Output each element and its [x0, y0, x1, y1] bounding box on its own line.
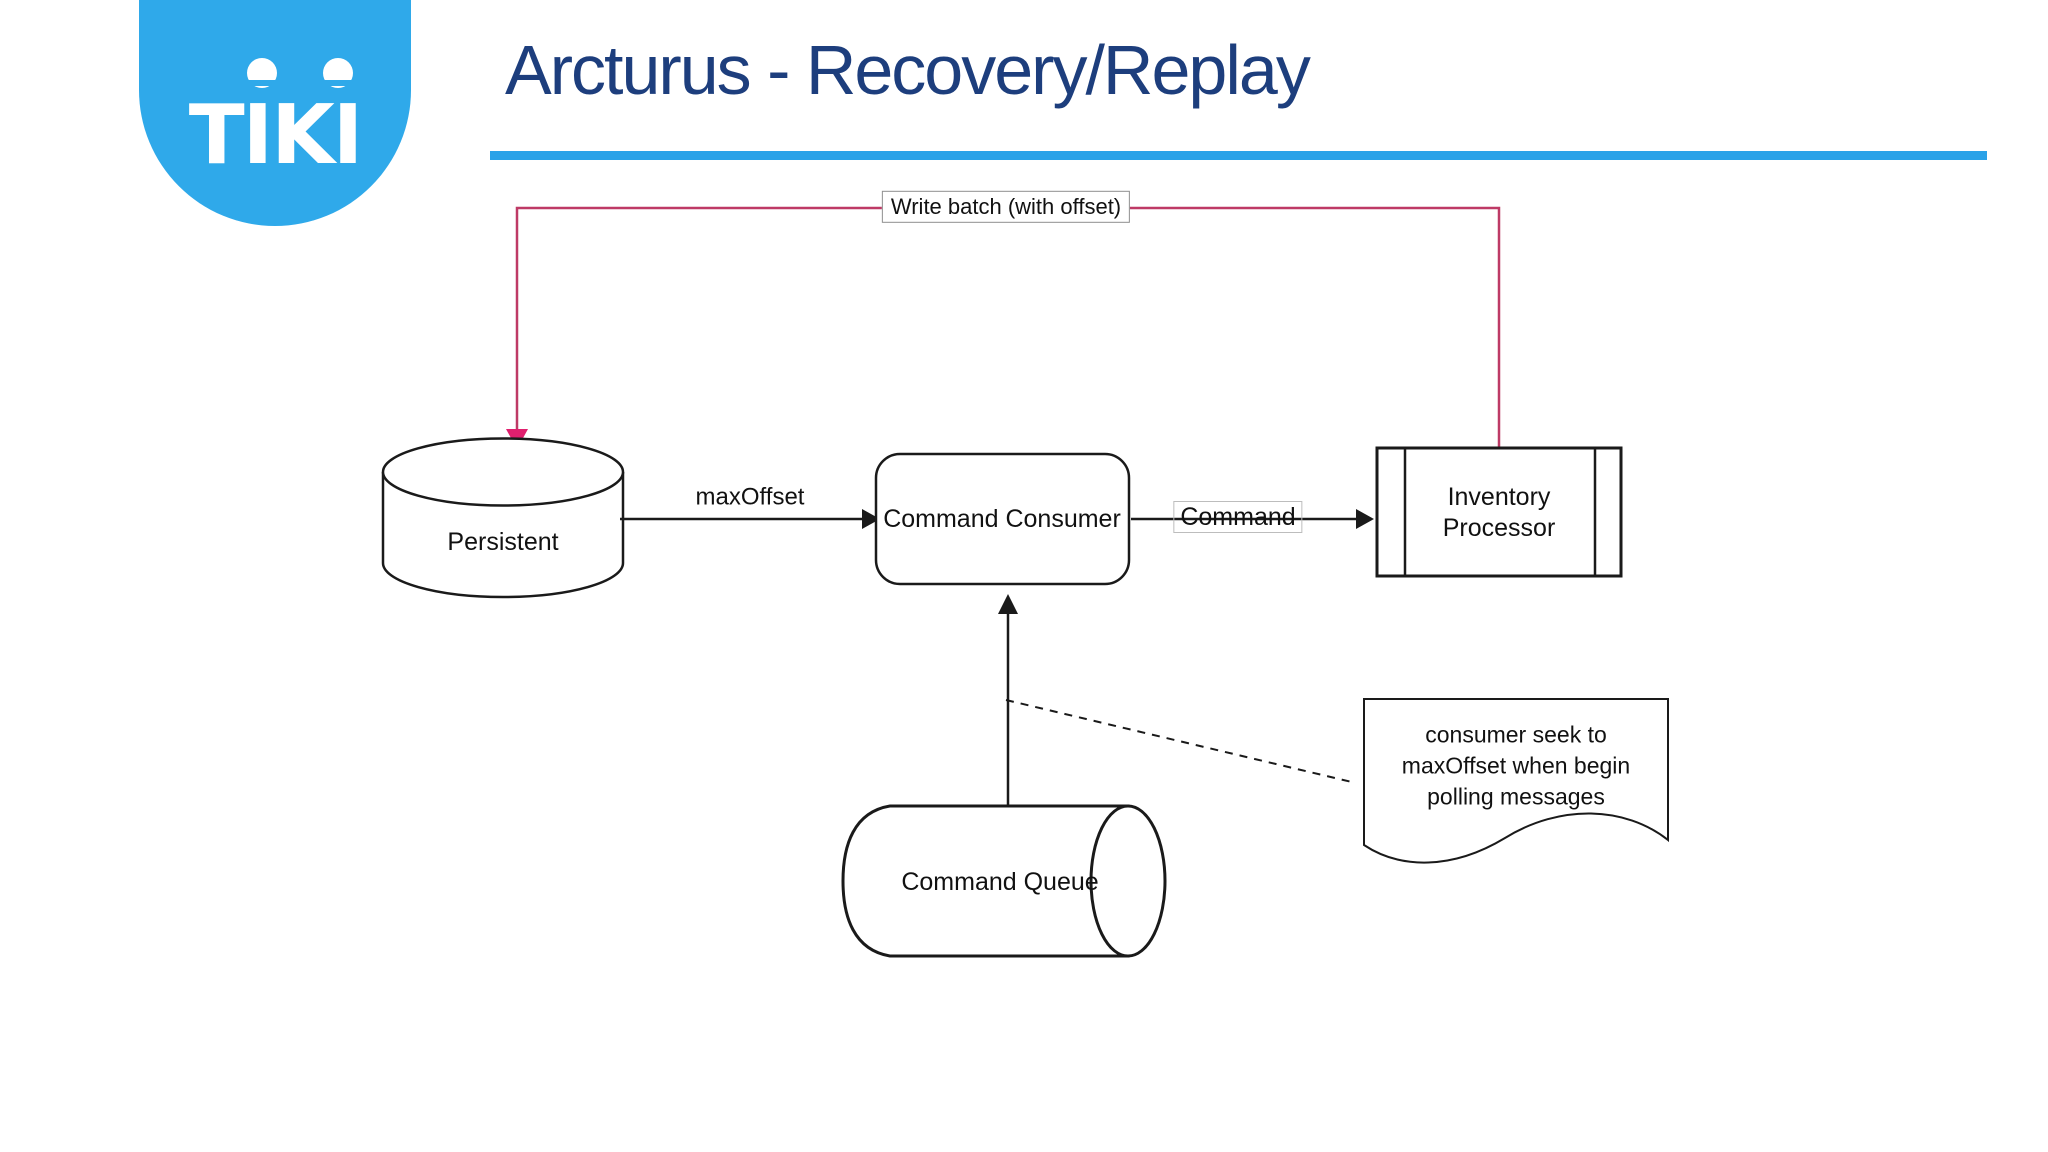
command-queue-node	[841, 804, 1167, 958]
note-text: consumer seek to maxOffset when begin po…	[1401, 721, 1631, 810]
command-edge-label: Command	[1173, 501, 1303, 533]
command-consumer-node	[874, 452, 1131, 586]
tiki-logo-text: TIKI	[189, 88, 362, 183]
command-queue-node-label: Command Queue	[901, 868, 1099, 896]
note-shape	[1363, 698, 1669, 864]
inventory-processor-node-label: Inventory Processor	[1442, 483, 1556, 542]
max-offset-edge-label: maxOffset	[695, 483, 805, 511]
write-batch-edge-label: Write batch (with offset)	[881, 190, 1131, 224]
max-offset-arrowhead-icon	[862, 509, 880, 529]
queue-poll-arrowhead-icon	[998, 594, 1018, 614]
command-consumer-node-label: Command Consumer	[883, 505, 1121, 533]
title-underline	[490, 151, 1987, 160]
tiki-head-icon	[244, 58, 280, 88]
tiki-head-icon	[320, 58, 356, 88]
page-title: Arcturus - Recovery/Replay	[505, 31, 1311, 109]
command-arrowhead-icon	[1356, 509, 1374, 529]
inventory-processor-node	[1375, 446, 1623, 578]
tiki-logo-art: TIKI	[189, 58, 363, 183]
persistent-node	[381, 437, 625, 599]
note-dashed-link	[1005, 699, 1357, 784]
tiki-logo: TIKI	[139, 0, 411, 226]
persistent-node-label: Persistent	[447, 528, 559, 556]
write-batch-connector	[515, 206, 1501, 448]
